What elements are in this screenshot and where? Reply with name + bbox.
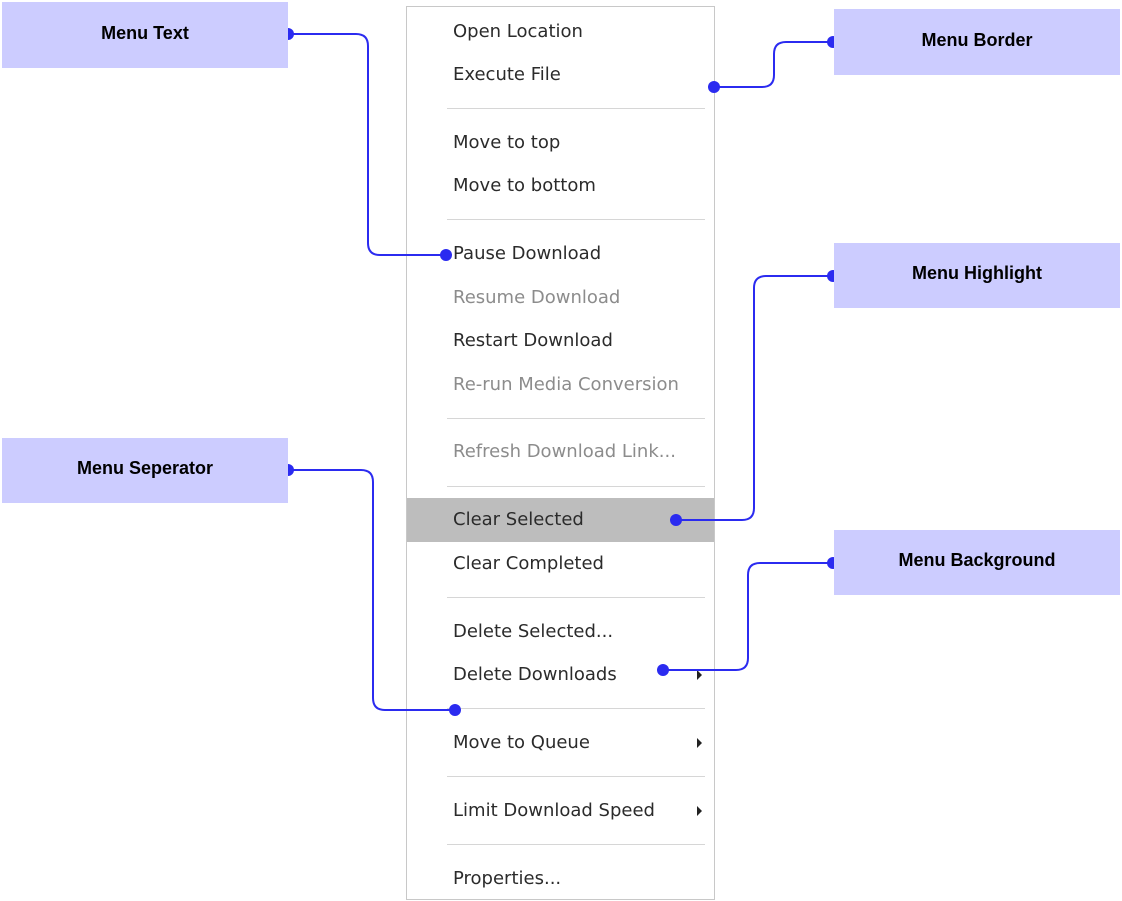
menu-item-properties[interactable]: Properties...	[407, 859, 714, 899]
context-menu: Open Location Execute File Move to top M…	[406, 6, 715, 900]
menu-item-label: Delete Selected...	[453, 621, 614, 642]
menu-item-limit-download-speed[interactable]: Limit Download Speed	[407, 791, 714, 831]
menu-separator	[447, 486, 705, 487]
menu-item-restart-download[interactable]: Restart Download	[407, 321, 714, 361]
submenu-arrow-icon	[697, 806, 702, 816]
menu-item-label: Delete Downloads	[453, 664, 617, 685]
menu-item-label: Resume Download	[453, 287, 621, 308]
submenu-arrow-icon	[697, 738, 702, 748]
callout-menu-background: Menu Background	[834, 530, 1120, 595]
callout-menu-separator: Menu Seperator	[2, 438, 288, 503]
menu-item-move-to-queue[interactable]: Move to Queue	[407, 723, 714, 763]
menu-item-label: Move to Queue	[453, 732, 590, 753]
menu-item-label: Re-run Media Conversion	[453, 374, 679, 395]
menu-item-refresh-download-link[interactable]: Refresh Download Link...	[407, 432, 714, 472]
menu-item-label: Properties...	[453, 868, 562, 889]
menu-item-execute-file[interactable]: Execute File	[407, 55, 714, 95]
menu-separator	[447, 776, 705, 777]
callout-menu-text: Menu Text	[2, 2, 288, 68]
menu-item-resume-download[interactable]: Resume Download	[407, 278, 714, 318]
callout-menu-border: Menu Border	[834, 9, 1120, 75]
menu-item-clear-completed[interactable]: Clear Completed	[407, 544, 714, 584]
menu-item-clear-selected[interactable]: Clear Selected	[407, 498, 714, 542]
menu-item-label: Limit Download Speed	[453, 800, 655, 821]
submenu-arrow-icon	[697, 670, 702, 680]
menu-item-move-to-top[interactable]: Move to top	[407, 123, 714, 163]
menu-item-label: Execute File	[453, 64, 561, 85]
menu-item-delete-downloads[interactable]: Delete Downloads	[407, 655, 714, 695]
menu-item-delete-selected[interactable]: Delete Selected...	[407, 612, 714, 652]
menu-item-label: Refresh Download Link...	[453, 441, 676, 462]
leader-menu-background	[663, 562, 833, 671]
leader-menu-border	[714, 41, 833, 88]
leader-menu-text	[288, 33, 446, 256]
menu-item-label: Restart Download	[453, 330, 613, 351]
menu-item-label: Move to top	[453, 132, 561, 153]
menu-separator	[447, 708, 705, 709]
leader-menu-separator	[288, 469, 455, 711]
menu-item-move-to-bottom[interactable]: Move to bottom	[407, 166, 714, 206]
menu-item-open-location[interactable]: Open Location	[407, 12, 714, 52]
menu-separator	[447, 219, 705, 220]
menu-separator	[447, 597, 705, 598]
menu-item-label: Clear Selected	[453, 509, 584, 530]
menu-item-label: Pause Download	[453, 243, 602, 264]
menu-item-rerun-media-conversion[interactable]: Re-run Media Conversion	[407, 365, 714, 405]
menu-item-label: Open Location	[453, 21, 583, 42]
menu-item-label: Move to bottom	[453, 175, 596, 196]
menu-item-pause-download[interactable]: Pause Download	[407, 234, 714, 274]
menu-separator	[447, 418, 705, 419]
menu-item-label: Clear Completed	[453, 553, 604, 574]
callout-menu-highlight: Menu Highlight	[834, 243, 1120, 308]
menu-separator	[447, 108, 705, 109]
menu-separator	[447, 844, 705, 845]
leader-menu-highlight	[676, 275, 833, 521]
